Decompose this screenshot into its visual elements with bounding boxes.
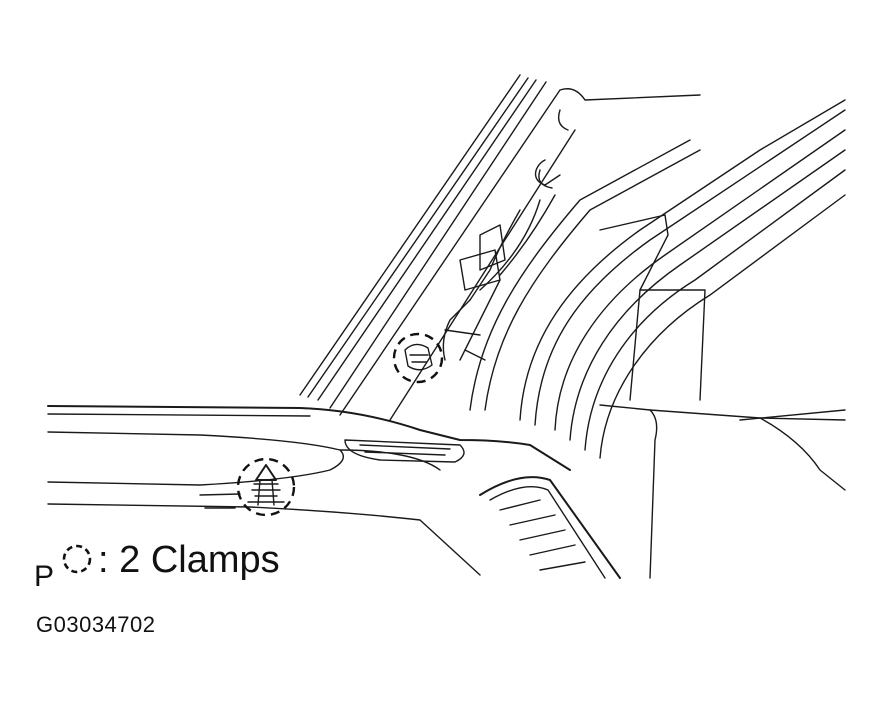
legend-prefix: P [34, 560, 55, 593]
legend: P : 2 Clamps [34, 532, 280, 592]
garnish-bracket [442, 224, 506, 361]
right-side-panel [599, 404, 846, 579]
figure-id: G03034702 [36, 612, 156, 637]
legend-label: : 2 Clamps [98, 539, 280, 581]
lower-clamp [236, 457, 296, 517]
a-pillar-garnish [339, 88, 701, 421]
dashed-circle-icon [62, 544, 92, 574]
dashboard-top [47, 405, 571, 576]
side-window-panel [599, 214, 706, 401]
upper-clamp [392, 332, 444, 384]
side-air-vent [479, 476, 621, 579]
a-pillar-outer [299, 74, 547, 409]
window-trim [469, 99, 846, 459]
defroster-vent [344, 439, 465, 463]
